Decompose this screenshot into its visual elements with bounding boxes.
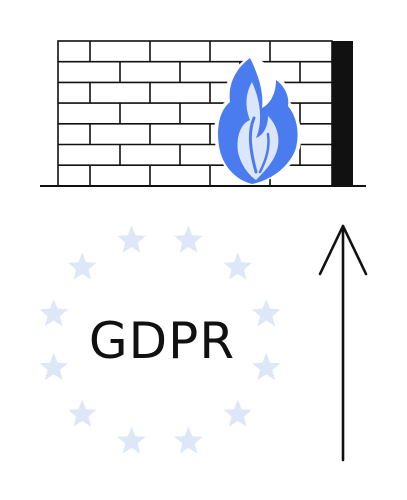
eu-star-icon: [68, 399, 97, 427]
eu-star-icon: [39, 299, 68, 327]
up-arrow-icon: [318, 224, 368, 462]
eu-star-icon: [39, 352, 68, 381]
eu-star-circle-icon: [39, 225, 281, 454]
gdpr-label: GDPR: [88, 312, 236, 370]
eu-star-icon: [252, 352, 281, 381]
wall-post: [332, 41, 353, 186]
eu-star-icon: [223, 252, 252, 280]
flame-icon: [214, 55, 302, 184]
eu-star-icon: [174, 225, 203, 253]
eu-star-icon: [252, 299, 281, 327]
eu-star-icon: [117, 426, 146, 454]
eu-star-icon: [68, 252, 97, 280]
eu-star-icon: [117, 225, 146, 253]
eu-star-icon: [223, 399, 252, 427]
eu-star-icon: [174, 426, 203, 454]
